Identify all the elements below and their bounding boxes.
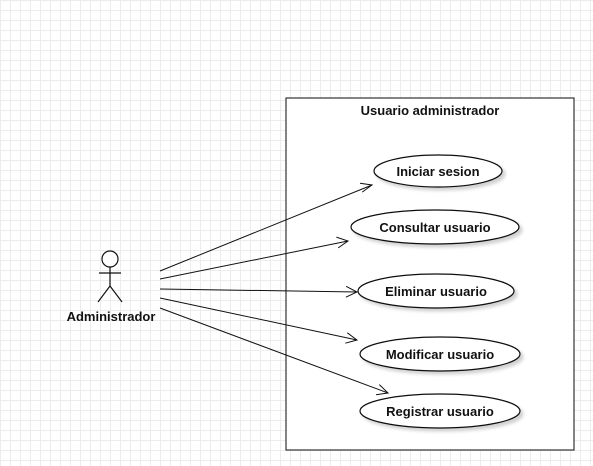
associations: [159, 182, 390, 396]
use-case-label: Eliminar usuario: [385, 284, 487, 299]
actor-left-leg: [97, 285, 111, 303]
association-modificar-usuario[interactable]: [159, 297, 359, 344]
use-case-eliminar-usuario[interactable]: Eliminar usuario: [357, 273, 515, 309]
association-iniciar-sesion[interactable]: [159, 182, 374, 272]
use-case-ellipse: [373, 154, 503, 188]
use-case-consultar-usuario[interactable]: Consultar usuario: [350, 209, 520, 245]
actor-head: [101, 250, 119, 268]
use-case-ellipse: [359, 393, 521, 429]
use-case-ellipse: [359, 336, 521, 372]
association-registrar-usuario[interactable]: [159, 307, 390, 396]
use-case-iniciar-sesion[interactable]: Iniciar sesion: [373, 154, 503, 188]
use-case-ellipse: [357, 273, 515, 309]
system-title: Usuario administrador: [361, 103, 500, 118]
use-case-label: Modificar usuario: [386, 347, 494, 362]
use-case-label: Consultar usuario: [379, 220, 490, 235]
use-case-registrar-usuario[interactable]: Registrar usuario: [359, 393, 521, 429]
use-case-label: Registrar usuario: [386, 404, 494, 419]
association-eliminar-usuario[interactable]: [159, 285, 359, 298]
actor-administrador[interactable]: Administrador: [67, 250, 156, 324]
use-case-ellipse: [350, 209, 520, 245]
actor-name: Administrador: [67, 309, 156, 324]
use-case-modificar-usuario[interactable]: Modificar usuario: [359, 336, 521, 372]
use-case-label: Iniciar sesion: [396, 164, 479, 179]
association-consultar-usuario[interactable]: [159, 236, 350, 280]
actor-right-leg: [109, 285, 123, 303]
